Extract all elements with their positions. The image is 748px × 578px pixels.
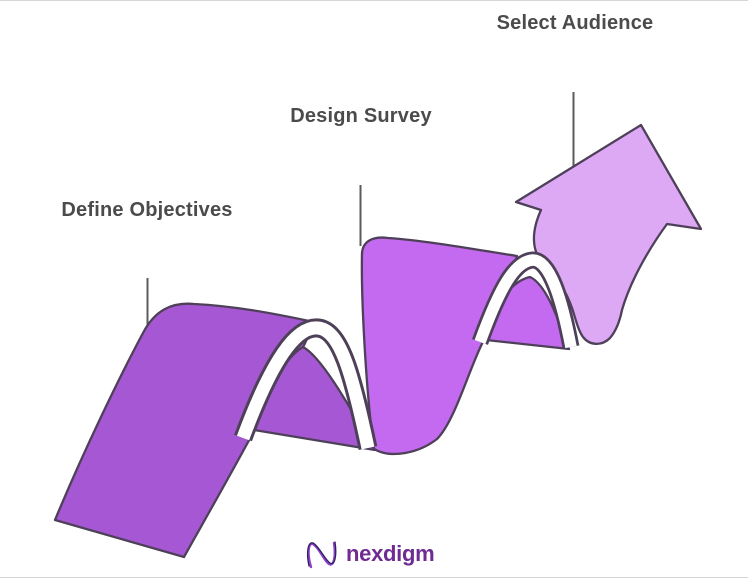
ribbon-twist-2 bbox=[472, 251, 580, 349]
step-label-define-objectives: Define Objectives bbox=[61, 199, 233, 221]
brand-logo-text: nexdigm bbox=[346, 541, 435, 566]
wavy-n-icon bbox=[306, 541, 337, 569]
ribbon-twist-1 bbox=[234, 318, 378, 450]
ribbon-twist-2-band bbox=[474, 254, 577, 349]
step-label-select-audience: Select Audience bbox=[496, 12, 654, 34]
step-label-design-survey: Design Survey bbox=[290, 105, 432, 127]
brand-logo: nexdigm bbox=[304, 536, 435, 572]
wave-segment-1 bbox=[53, 302, 316, 559]
wave-segment-2 bbox=[360, 236, 519, 456]
ribbon-twist-1-band bbox=[236, 321, 375, 450]
top-border bbox=[0, 0, 748, 1]
